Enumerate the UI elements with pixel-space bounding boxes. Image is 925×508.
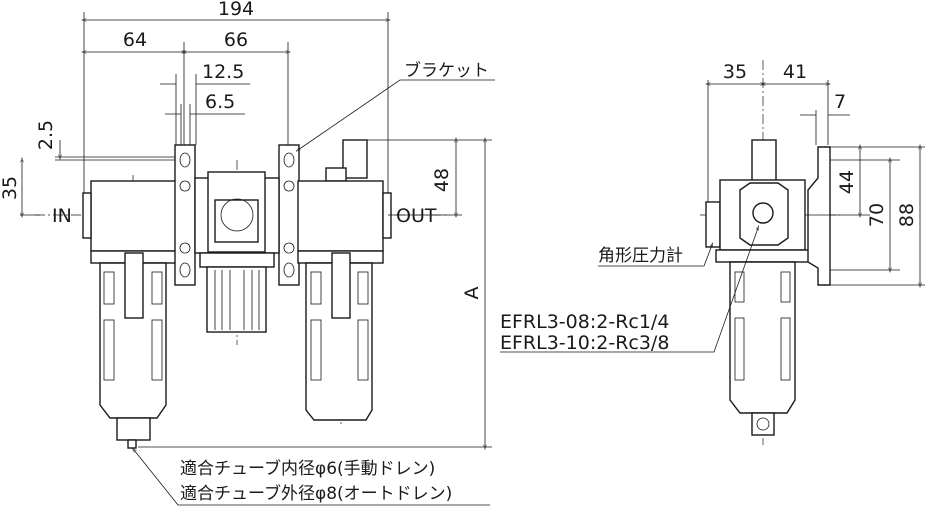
bracket-right [278,144,300,286]
side-bowl [729,261,796,414]
dim-70: 70 [866,203,888,227]
filter-body [90,180,177,252]
side-cap [751,139,777,183]
dim-194: 194 [218,0,254,20]
port-in-label: IN [52,205,72,227]
drain-note-auto: 適合チューブ外径φ8(オートドレン) [180,483,452,504]
port-out-label: OUT [396,205,437,227]
dim-12-5: 12.5 [202,61,244,83]
out-port [382,192,392,239]
bracket-label: ブラケット [404,60,489,81]
drain-note-manual: 適合チューブ内径φ6(手動ドレン) [180,458,435,479]
dim-64: 64 [123,29,147,51]
dim-35-side: 35 [723,61,747,83]
dim-6-5: 6.5 [205,91,235,113]
side-port [705,201,721,248]
filter-bowl-lock [124,252,144,319]
dim-66: 66 [224,29,248,51]
dim-2-5: 2.5 [35,120,57,150]
port-note-10: EFRL3-10:2-Rc3/8 [500,332,669,354]
dim-a: A [461,287,483,300]
filter-bowl [99,262,167,419]
side-view: 35 41 7 44 70 88 角形圧力計 EFRL3-08:2-Rc1/4 … [500,60,925,445]
dim-88: 88 [896,203,918,227]
lubricator-bowl [305,262,373,421]
dim-44: 44 [836,170,858,194]
dim-48: 48 [431,168,453,192]
side-bracket [807,146,831,286]
lubricator-cap [342,139,368,179]
gauge-label: 角形圧力計 [598,246,683,266]
dim-41: 41 [783,61,807,83]
regulator-knob [206,266,267,333]
in-port [82,192,92,239]
drain [116,417,151,441]
dim-7: 7 [834,91,846,113]
dim-35: 35 [0,176,21,200]
bracket-left [174,144,196,286]
port-note-08: EFRL3-08:2-Rc1/4 [500,311,669,333]
lubricator-body [297,180,384,252]
front-view: 194 64 66 12.5 6.5 35 2.5 [0,0,495,506]
